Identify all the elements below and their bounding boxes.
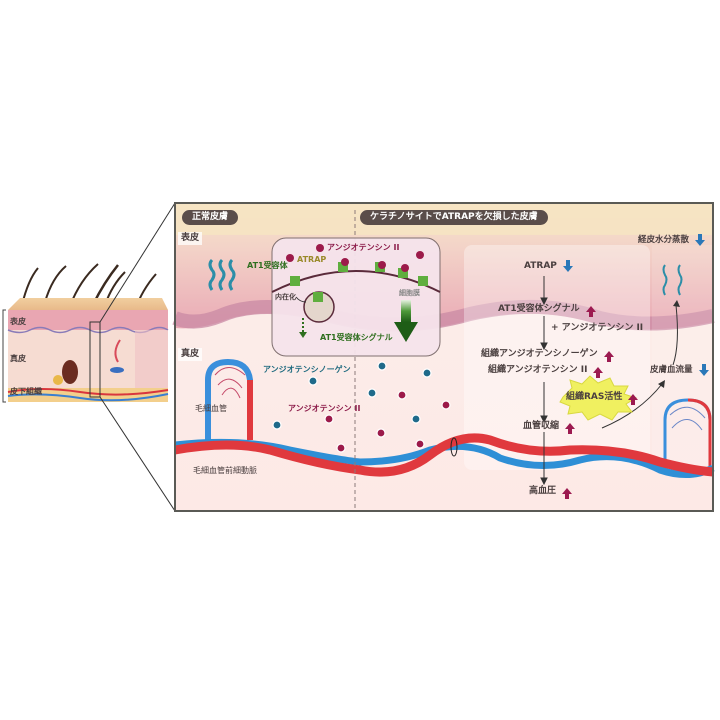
cellbox-label-atrap: ATRAP (297, 255, 327, 264)
down-arrow-icon (562, 259, 573, 272)
dermis-label-angiotensinogen: アンジオテンシノーゲン (263, 365, 351, 374)
angiotensin2-dermis-dots (324, 390, 451, 453)
layer-label-epidermis: 表皮 (178, 232, 203, 245)
cellbox-label-angiotensin2: アンジオテンシン II (327, 243, 400, 252)
cellbox-label-at1-receptor: AT1受容体 (247, 261, 288, 270)
curve-arrow-tewl (672, 304, 678, 366)
strong-signal-arrow (394, 300, 418, 342)
skin-inset (2, 263, 169, 403)
flow-item-plus-angiotensin2: + アンジオテンシン II (551, 324, 643, 333)
flow-item-hypertension: 高血圧 (529, 486, 573, 499)
down-arrow-icon (695, 233, 706, 246)
angiotensin2-dots (286, 244, 424, 272)
blood-flow-text: 皮膚血流量 (650, 365, 693, 375)
cellbox-label-cell-membrane: 細胞膜 (399, 289, 420, 297)
dermis-label-angiotensin2: アンジオテンシン II (288, 404, 361, 413)
flow-text: 高血圧 (529, 486, 557, 496)
flow-item-tissue-ras: 組織RAS活性 (566, 392, 639, 405)
curve-arrow-bloodflow (601, 383, 663, 429)
section-label-normal: 正常皮膚 (182, 210, 239, 225)
inset-label-dermis: 真皮 (10, 354, 26, 363)
label-tewl: 経皮水分蒸散 (638, 233, 706, 246)
layer-label-dermis: 真皮 (178, 348, 203, 361)
flow-item-at1-signal: AT1受容体シグナル (498, 304, 596, 317)
flow-text: AT1受容体シグナル (498, 304, 580, 314)
ras-starburst (559, 375, 638, 421)
panel-frame (174, 202, 714, 512)
up-arrow-icon (565, 422, 576, 434)
zoom-line-top (99, 202, 176, 323)
water-vapor-knockout (662, 264, 683, 296)
up-arrow-icon (593, 366, 604, 378)
up-arrow-icon (628, 393, 639, 405)
vein (174, 438, 715, 478)
flow-text: 組織アンジオテンシノーゲン (481, 349, 598, 359)
up-arrow-icon (603, 350, 614, 362)
weak-signal-arrow (299, 318, 307, 338)
dermis-label-precapillary-arteriole: 毛細血管前細動脈 (193, 466, 257, 475)
flow-item-atrap: ATRAP (524, 259, 573, 272)
inset-label-epidermis: 表皮 (10, 317, 26, 326)
flow-item-tissue-angiotensinogen: 組織アンジオテンシノーゲン (481, 349, 614, 362)
flow-item-vasoconstriction: 血管収縮 (523, 421, 576, 434)
zoom-line-bottom (99, 396, 176, 512)
cellbox-label-at1-signal: AT1受容体シグナル (320, 333, 393, 342)
flow-text: 組織RAS活性 (566, 392, 623, 402)
flow-arrows (540, 276, 548, 486)
section-label-knockout: ケラチノサイトでATRAPを欠損した皮膚 (360, 210, 548, 225)
label-skin-blood-flow: 皮膚血流量 (650, 363, 709, 376)
flow-text: + アンジオテンシン II (551, 323, 644, 333)
inset-label-subcutaneous: 皮下組織 (10, 387, 42, 396)
flow-text: 組織アンジオテンシン II (488, 365, 588, 375)
water-vapor-normal (208, 258, 236, 291)
flow-item-tissue-angiotensin2: 組織アンジオテンシン II (488, 365, 604, 378)
down-arrow-icon (698, 363, 709, 376)
angiotensinogen-dots (272, 361, 432, 430)
flow-text: 血管収縮 (523, 421, 560, 431)
up-arrow-icon (562, 487, 573, 499)
main-panel (172, 202, 715, 512)
up-arrow-icon (585, 305, 596, 317)
cellbox-label-internalization: 内在化 (275, 293, 296, 301)
dermis-label-capillary: 毛細血管 (195, 404, 227, 413)
tewl-text: 経皮水分蒸散 (638, 235, 690, 245)
flow-text: ATRAP (524, 261, 557, 271)
hair (44, 265, 67, 303)
